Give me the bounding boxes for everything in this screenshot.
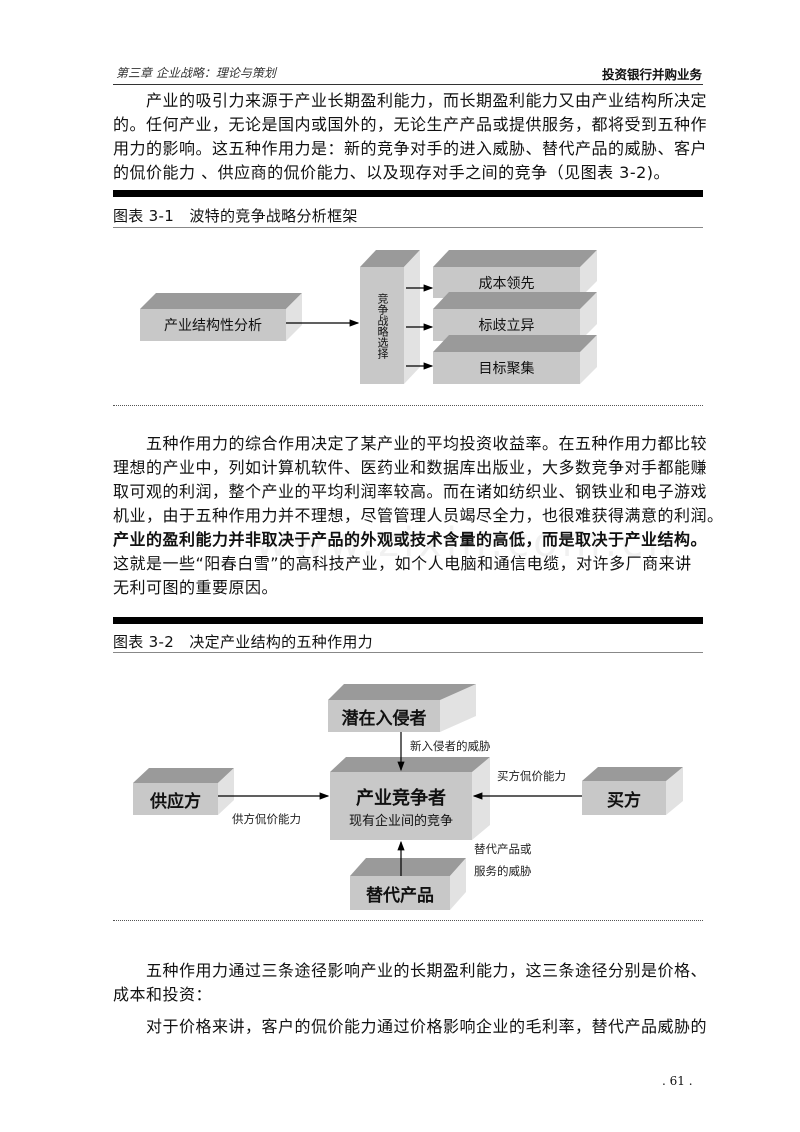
text-line: 五种作用力的综合作用决定了某产业的平均投资收益率。在五种作用力都比较 bbox=[113, 434, 708, 453]
paragraph-1: 产业的吸引力来源于产业长期盈利能力，而长期盈利能力又由产业结构所决定 的。任何产… bbox=[113, 89, 713, 185]
text-line: 产业的吸引力来源于产业长期盈利能力，而长期盈利能力又由产业结构所决定 bbox=[113, 91, 708, 110]
label-threat-of-entrants: 新入侵者的威胁 bbox=[410, 739, 491, 753]
text-line: 成本和投资： bbox=[113, 985, 213, 1004]
text-line: 理想的产业中，列如计算机软件、医药业和数据库出版业，大多数竞争对手都能赚 bbox=[113, 458, 708, 477]
paragraph-4: 对于价格来讲，客户的侃价能力通过价格影响企业的毛利率，替代产品威胁的 bbox=[113, 1015, 713, 1039]
section-bar bbox=[113, 190, 703, 197]
label-buyer-power: 买方侃价能力 bbox=[497, 769, 566, 783]
text-line: 取可观的利润，整个产业的平均利润率较高。而在诸如纺织业、钢铁业和电子游戏 bbox=[113, 482, 708, 501]
text-line: 用力的影响。这五种作用力是：新的竞争对手的进入威胁、替代产品的威胁、客户 bbox=[113, 139, 708, 158]
paragraph-2: 五种作用力的综合作用决定了某产业的平均投资收益率。在五种作用力都比较 理想的产业… bbox=[113, 432, 724, 600]
caption-rule bbox=[113, 227, 703, 228]
box-title: 产业竞争者 bbox=[356, 787, 446, 809]
box-label: 潜在入侵者 bbox=[328, 700, 440, 732]
paragraph-3: 五种作用力通过三条途径影响产业的长期盈利能力，这三条途径分别是价格、 成本和投资… bbox=[113, 959, 713, 1007]
watermark: www.zixin.com.cn bbox=[255, 520, 677, 566]
box-label: 买方 bbox=[582, 781, 666, 815]
box-subtitle: 现有企业间的竞争 bbox=[348, 813, 453, 829]
text-line: 的侃价能力 、供应商的侃价能力、以及现存对手之间的竞争（见图表 3-2)。 bbox=[113, 163, 671, 182]
text-line: 无利可图的重要原因。 bbox=[113, 578, 279, 597]
label-substitutes-1: 替代产品或 bbox=[474, 842, 532, 856]
header-rule bbox=[113, 84, 703, 85]
figure-divider bbox=[113, 920, 703, 921]
running-header-book: 投资银行并购业务 bbox=[601, 67, 702, 82]
box-label: 供应方 bbox=[133, 783, 218, 815]
figure-1-caption: 图表 3-1 波特的竞争战略分析框架 bbox=[113, 207, 358, 225]
label-supplier-power: 供方侃价能力 bbox=[232, 812, 301, 826]
page-number: . 61 . bbox=[662, 1074, 693, 1088]
box-label: 目标聚集 bbox=[433, 352, 580, 384]
running-header-chapter: 第三章 企业战略：理论与策划 bbox=[116, 66, 276, 80]
text-line: 这就是一些“阳春白雪”的高科技产业，如个人电脑和通信电缆，对许多厂商来讲 bbox=[113, 554, 692, 573]
caption-rule bbox=[113, 652, 703, 653]
label-substitutes-2: 服务的威胁 bbox=[474, 864, 532, 878]
section-bar bbox=[113, 617, 703, 624]
figure-divider bbox=[113, 405, 703, 406]
box-label: 竞争战略选择 bbox=[360, 267, 404, 384]
box-label: 产业结构性分析 bbox=[140, 309, 286, 341]
text-line: 五种作用力通过三条途径影响产业的长期盈利能力，这三条途径分别是价格、 bbox=[113, 961, 708, 980]
text-line: 机业，由于五种作用力并不理想，尽管管理人员竭尽全力，也很难获得满意的利润。 bbox=[113, 506, 724, 525]
box-label: 替代产品 bbox=[350, 876, 450, 910]
figure-2-caption: 图表 3-2 决定产业结构的五种作用力 bbox=[113, 633, 373, 651]
text-line: 的。任何产业，无论是国内或国外的，无论生产产品或提供服务，都将受到五种作 bbox=[113, 115, 708, 134]
emphasis-line: 产业的盈利能力并非取决于产品的外观或技术含量的高低，而是取决于产业结构。 bbox=[113, 530, 708, 549]
text-line: 对于价格来讲，客户的侃价能力通过价格影响企业的毛利率，替代产品威胁的 bbox=[113, 1017, 708, 1036]
box-front: 产业竞争者 现有企业间的竞争 bbox=[330, 772, 472, 840]
